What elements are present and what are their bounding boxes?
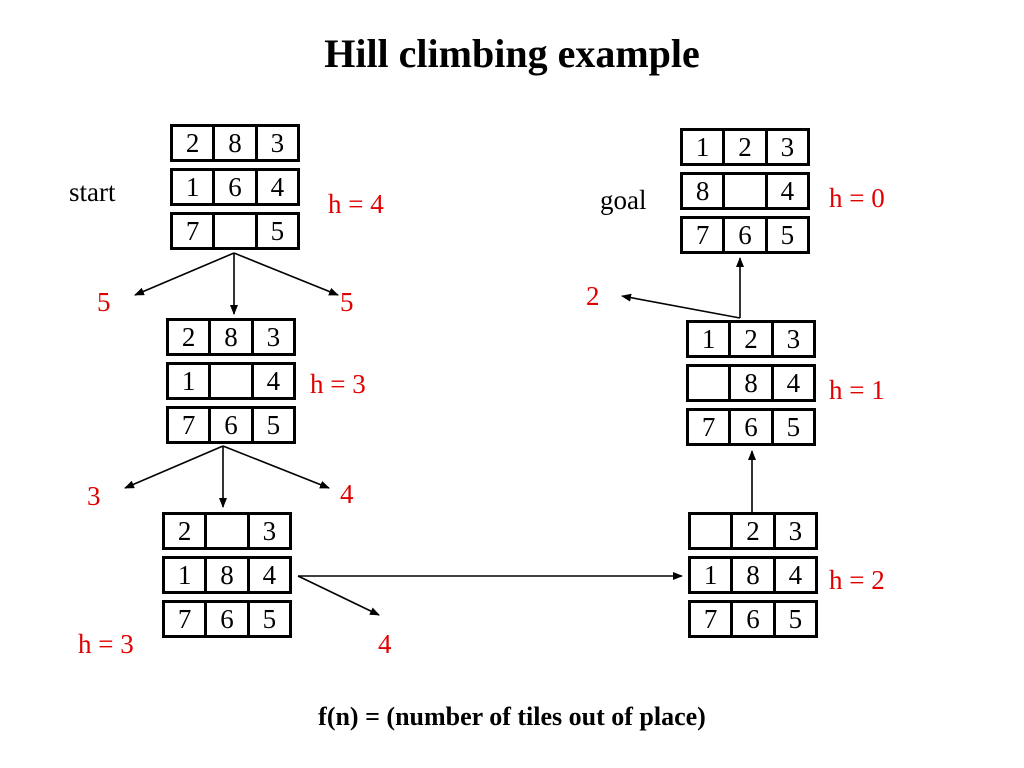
branch-value-level2-left: 3 — [87, 481, 101, 511]
arrow-start-to-left — [134, 252, 235, 296]
puzzle-tile: 4 — [246, 559, 289, 591]
puzzle-tile: 7 — [703, 604, 718, 634]
puzzle-tile: 2 — [185, 128, 200, 158]
puzzle-tile: 3 — [246, 515, 289, 547]
puzzle-tile: 5 — [772, 603, 815, 635]
puzzle-tile: 7 — [177, 604, 192, 634]
puzzle-tile: 1 — [701, 324, 716, 354]
branch-value-start-left: 5 — [97, 287, 111, 317]
puzzle-tile: 2 — [722, 131, 764, 163]
footer-formula: f(n) = (number of tiles out of place) — [318, 702, 706, 731]
puzzle-tile: 1 — [181, 366, 196, 396]
puzzle-tile: 1 — [695, 132, 710, 162]
puzzle-tile: 4 — [254, 171, 297, 203]
h-level3: h = 3 — [78, 629, 134, 659]
puzzle-tile: 6 — [208, 409, 250, 441]
puzzle-tile: 8 — [695, 176, 710, 206]
puzzle-tile: 5 — [764, 219, 807, 251]
puzzle-tile: 8 — [208, 321, 250, 353]
branch-value-level2-right: 4 — [340, 479, 354, 509]
blank-tile — [212, 215, 254, 247]
h-right-bottom: h = 2 — [829, 565, 885, 595]
puzzle-tile: 8 — [204, 559, 246, 591]
puzzle-tile: 3 — [772, 515, 815, 547]
puzzle-tile: 5 — [250, 409, 293, 441]
h-right-middle: h = 1 — [829, 375, 885, 405]
puzzle-tile: 5 — [254, 215, 297, 247]
puzzle-tile: 2 — [730, 515, 772, 547]
branch-value-level3-right: 4 — [378, 629, 392, 659]
puzzle-tile: 5 — [246, 603, 289, 635]
puzzle-tile: 8 — [730, 559, 772, 591]
h-start: h = 4 — [328, 189, 384, 219]
puzzle-tile: 2 — [177, 516, 192, 546]
h-goal: h = 0 — [829, 183, 885, 213]
start-label: start — [69, 177, 116, 207]
puzzle-tile: 4 — [770, 367, 813, 399]
puzzle-tile: 6 — [212, 171, 254, 203]
blank-tile — [204, 515, 246, 547]
puzzle-tile: 4 — [772, 559, 815, 591]
puzzle-tile: 4 — [764, 175, 807, 207]
puzzle-tile: 7 — [185, 216, 200, 246]
puzzle-tile: 3 — [770, 323, 813, 355]
puzzle-tile: 6 — [204, 603, 246, 635]
puzzle-tile: 5 — [770, 411, 813, 443]
arrow-level2-to-right — [222, 445, 330, 489]
puzzle-tile: 1 — [703, 560, 718, 590]
branch-value-start-right: 5 — [340, 287, 354, 317]
arrow-level2-to-left — [124, 445, 224, 489]
puzzle-tile: 8 — [212, 127, 254, 159]
branch-value-right-middle-left: 2 — [586, 281, 600, 311]
page-title: Hill climbing example — [324, 31, 700, 76]
blank-tile — [722, 175, 764, 207]
puzzle-tile: 6 — [730, 603, 772, 635]
arrow-start-to-right — [233, 252, 339, 296]
puzzle-tile: 6 — [728, 411, 770, 443]
puzzle-tile: 7 — [701, 412, 716, 442]
puzzle-tile: 4 — [250, 365, 293, 397]
blank-tile — [208, 365, 250, 397]
puzzle-tile: 7 — [695, 220, 710, 250]
puzzle-tile: 6 — [722, 219, 764, 251]
puzzle-tile: 3 — [254, 127, 297, 159]
puzzle-tile: 3 — [250, 321, 293, 353]
puzzle-tile: 1 — [177, 560, 192, 590]
h-level2: h = 3 — [310, 369, 366, 399]
puzzle-tile: 1 — [185, 172, 200, 202]
arrow-level3-to-value — [297, 575, 380, 616]
puzzle-tile: 2 — [181, 322, 196, 352]
puzzle-tile: 8 — [728, 367, 770, 399]
puzzle-tile: 7 — [181, 410, 196, 440]
puzzle-tile: 3 — [764, 131, 807, 163]
goal-label: goal — [600, 185, 647, 215]
puzzle-tile: 2 — [728, 323, 770, 355]
arrow-right-middle-to-left — [621, 293, 741, 319]
